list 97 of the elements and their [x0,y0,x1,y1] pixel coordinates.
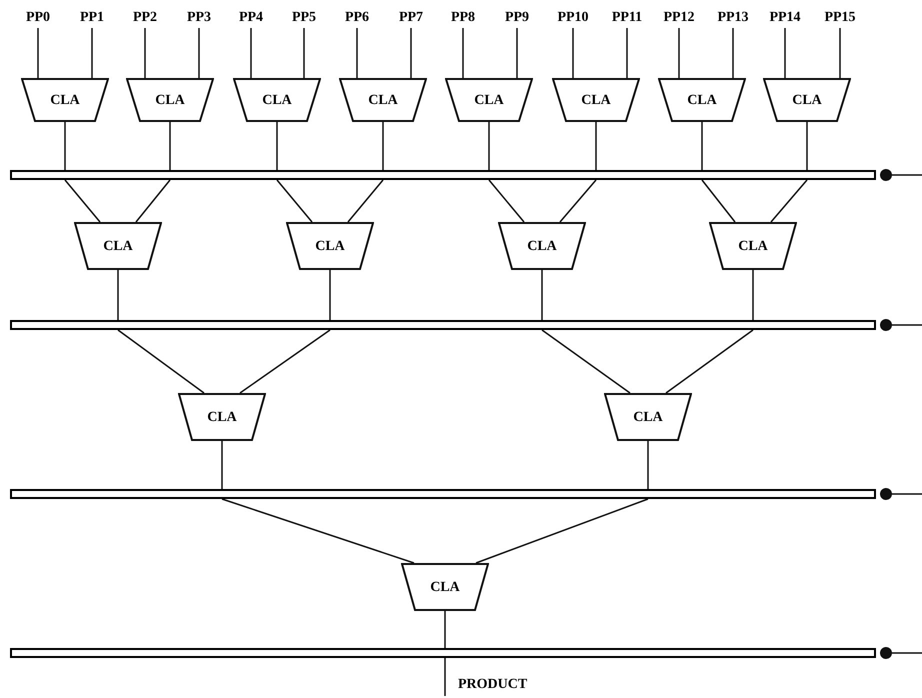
connector-line [647,441,649,489]
connector-line [347,180,384,222]
adder-label: CLA [430,578,460,596]
input-label: PP4 [226,6,276,28]
adder-label: CLA [474,92,504,110]
register-bar [10,320,876,330]
connector-line [444,611,446,648]
input-label: PP10 [548,6,598,28]
connector-line [732,28,734,78]
adder-label: CLA [315,238,345,256]
input-label: PP8 [438,6,488,28]
connector-line [462,28,464,78]
connector-line [303,28,305,78]
connector-line [382,122,384,170]
register-bar [10,648,876,658]
connector-line [516,28,518,78]
adder-trapezoid [178,393,266,441]
connector-line [356,28,358,78]
connector-line [701,180,736,222]
adder-trapezoid [445,78,533,122]
connector-line [542,329,630,394]
connector-line [806,122,808,170]
input-label: PP1 [67,6,117,28]
input-label: PP9 [492,6,542,28]
connector-line [752,270,754,320]
connector-line [250,28,252,78]
connector-line [626,28,628,78]
adder-label: CLA [581,92,611,110]
connector-line [276,122,278,170]
adder-trapezoid [401,563,489,611]
connector-line [488,180,525,222]
adder-label: CLA [207,408,237,426]
connector-line [701,122,703,170]
adder-label: CLA [633,408,663,426]
connector-line [198,28,200,78]
register-bar [10,170,876,180]
adder-trapezoid [233,78,321,122]
input-label: PP6 [332,6,382,28]
adder-label: CLA [527,238,557,256]
connector-line [135,180,171,222]
connector-line [839,28,841,78]
output-label: PRODUCT [458,676,528,694]
input-label: PP3 [174,6,224,28]
connector-line [169,122,171,170]
adder-trapezoid [126,78,214,122]
input-label: PP12 [654,6,704,28]
input-label: PP15 [815,6,865,28]
adder-trapezoid [604,393,692,441]
connector-line [595,122,597,170]
input-label: PP0 [13,6,63,28]
register-bar [10,489,876,499]
adder-trapezoid [709,222,797,270]
connector-line [541,270,543,320]
connector-line [221,441,223,489]
connector-line [37,28,39,78]
connector-line [410,28,412,78]
adder-label: CLA [792,92,822,110]
connector-line [117,270,119,320]
input-label: PP2 [120,6,170,28]
adder-label: CLA [687,92,717,110]
input-label: PP14 [760,6,810,28]
adder-label: CLA [368,92,398,110]
connector-line [559,180,597,222]
input-label: PP11 [602,6,652,28]
connector-line [476,498,648,564]
connector-line [678,28,680,78]
adder-trapezoid [498,222,586,270]
connector-line [222,498,414,564]
connector-line [666,329,754,394]
connector-line [240,329,330,394]
connector-line [144,28,146,78]
adder-trapezoid [658,78,746,122]
input-label: PP7 [386,6,436,28]
connector-line [572,28,574,78]
adder-trapezoid [339,78,427,122]
connector-line [64,122,66,170]
adder-trapezoid [552,78,640,122]
adder-trapezoid [286,222,374,270]
input-label: PP5 [279,6,329,28]
adder-trapezoid [763,78,851,122]
connector-line [64,180,101,222]
adder-label: CLA [103,238,133,256]
adder-trapezoid [21,78,109,122]
connector-line [784,28,786,78]
connector-line [444,658,446,696]
adder-trapezoid [74,222,162,270]
connector-line [770,180,808,222]
connector-line [488,122,490,170]
adder-label: CLA [738,238,768,256]
connector-line [118,329,204,394]
connector-line [276,180,313,222]
connector-line [329,270,331,320]
input-label: PP13 [708,6,758,28]
adder-label: CLA [262,92,292,110]
connector-line [91,28,93,78]
adder-label: CLA [155,92,185,110]
adder-label: CLA [50,92,80,110]
